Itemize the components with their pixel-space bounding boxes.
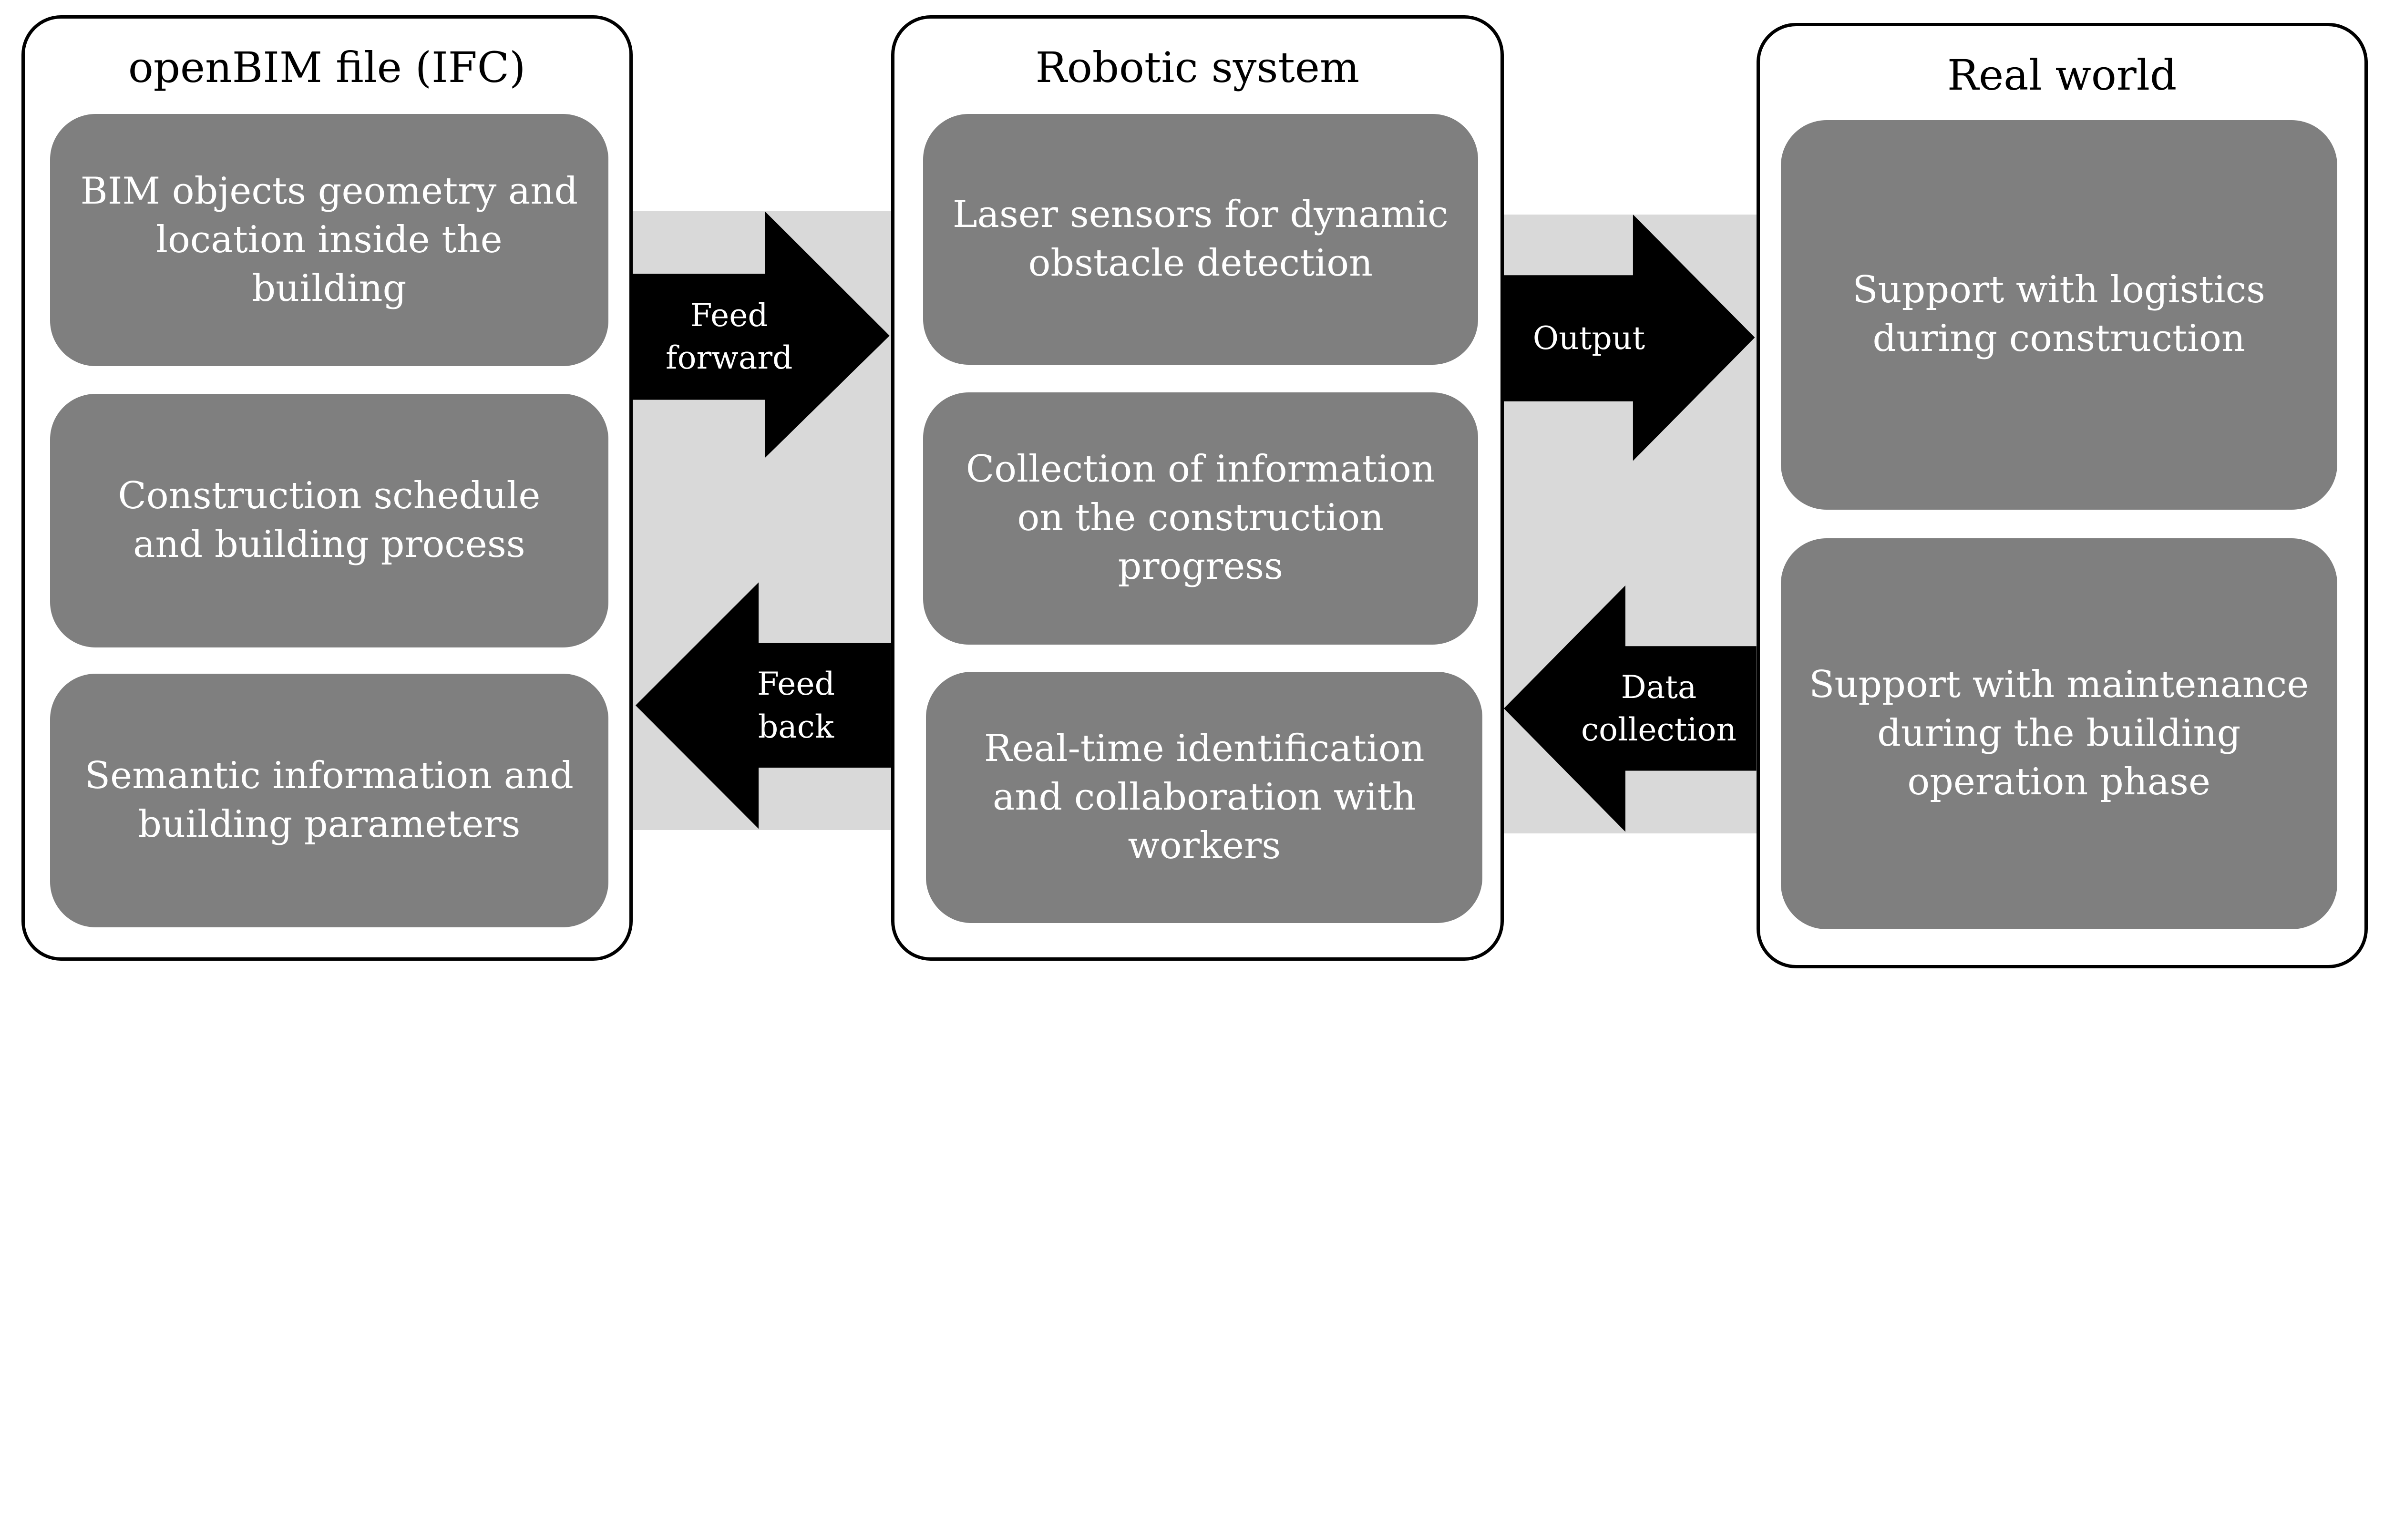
feed-forward-label: Feed forward: [666, 297, 793, 377]
arrows-layer: [632, 211, 1757, 832]
box-construction-schedule: Construction schedule and building proce…: [50, 393, 608, 648]
box-semantic-info: Semantic information and building parame…: [50, 673, 608, 928]
box-bim-geometry: BIM objects geometry and location inside…: [50, 113, 608, 367]
panel-title: openBIM file (IFC): [128, 42, 526, 92]
data-collection-arrow: [1504, 585, 1757, 832]
box-logistics: Support with logistics during constructi…: [1780, 120, 2337, 510]
box-construction-progress: Collection of information on the constru…: [923, 392, 1478, 645]
diagram-canvas: openBIM file (IFC) Robotic system Real w…: [21, 15, 2368, 969]
box-maintenance: Support with maintenance during the buil…: [1780, 538, 2337, 929]
box-realtime-identification: Real-time identification and collaborati…: [926, 672, 1483, 923]
box-laser-sensors: Laser sensors for dynamic obstacle detec…: [923, 113, 1478, 365]
data-collection-label: Data collection: [1581, 668, 1737, 748]
output-arrow: [1504, 214, 1755, 461]
output-label: Output: [1532, 319, 1645, 357]
panel-title: Robotic system: [1035, 42, 1360, 92]
feed-back-label: Feed back: [757, 665, 835, 745]
feed-forward-arrow: [632, 211, 890, 458]
panel-title: Real world: [1947, 50, 2177, 100]
feed-back-arrow: [635, 582, 891, 829]
